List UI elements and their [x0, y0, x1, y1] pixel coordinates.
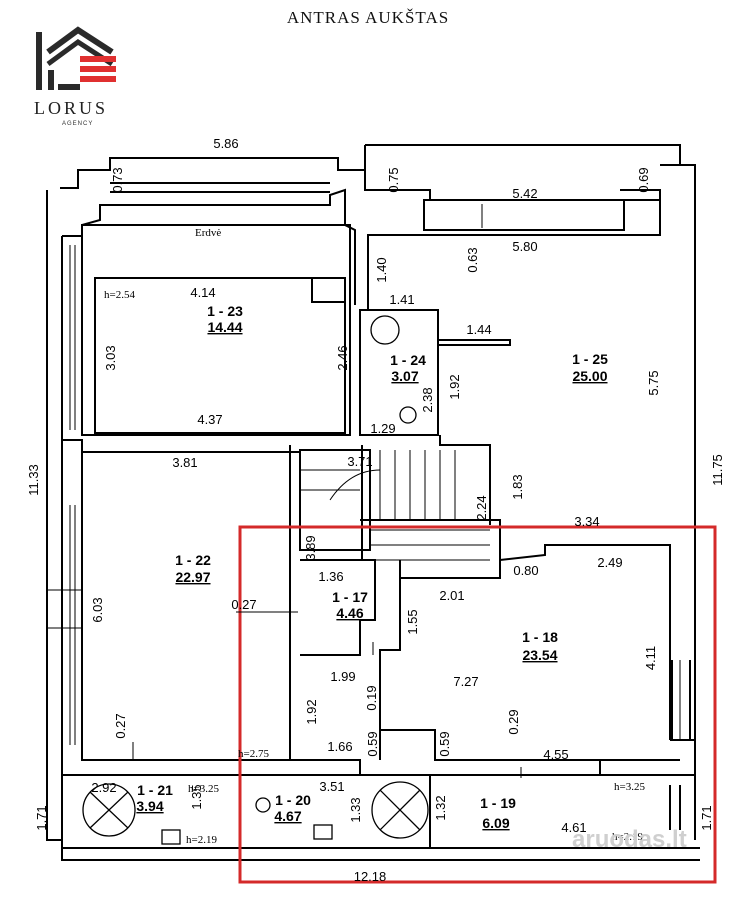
dimension-value: 0.27 — [231, 597, 256, 612]
dimension-value: 3.34 — [574, 514, 599, 529]
dimension-value: 5.75 — [646, 370, 661, 395]
dimension-value: 4.37 — [197, 412, 222, 427]
dimension-value: 3.03 — [103, 345, 118, 370]
dimension-value: 12.18 — [354, 869, 387, 884]
dimension-value: 1.71 — [34, 805, 49, 830]
room-id: 1 - 20 — [275, 792, 311, 808]
dimension-value: 0.29 — [506, 709, 521, 734]
misc-labels: Erdvė h=2.54 h=3.25 h=2.19 h=2.75 h=3.25… — [104, 227, 645, 846]
height-label: h=2.19 — [612, 831, 643, 843]
room-id: 1 - 19 — [480, 795, 516, 811]
dimension-value: 1.29 — [370, 421, 395, 436]
dimension-value: 1.71 — [699, 805, 714, 830]
lorus-logo-icon — [36, 26, 116, 90]
room-area: 4.67 — [274, 808, 301, 824]
dimension-value: 1.66 — [327, 739, 352, 754]
room-id: 1 - 21 — [137, 782, 173, 798]
walls — [46, 144, 700, 861]
room-id: 1 - 17 — [332, 589, 368, 605]
dimension-value: 1.40 — [374, 257, 389, 282]
dimension-value: 6.03 — [90, 597, 105, 622]
dimension-value: 4.61 — [561, 820, 586, 835]
height-label: h=3.25 — [188, 783, 219, 795]
dimension-value: 1.36 — [318, 569, 343, 584]
erdve-label: Erdvė — [195, 227, 221, 239]
dimension-value: 2.01 — [439, 588, 464, 603]
window-frames — [46, 245, 681, 745]
dimension-value: 3.51 — [319, 779, 344, 794]
dimension-value: 5.42 — [512, 186, 537, 201]
dimension-value: 0.80 — [513, 563, 538, 578]
room-id: 1 - 25 — [572, 351, 608, 367]
dimension-value: 1.33 — [348, 797, 363, 822]
highlight-frame — [238, 525, 717, 884]
dimension-value: 5.86 — [213, 136, 238, 151]
dimension-value: 2.24 — [474, 495, 489, 520]
dimension-value: 0.59 — [437, 731, 452, 756]
room-area: 4.46 — [336, 605, 363, 621]
dimension-value: 1.92 — [304, 699, 319, 724]
logo-subtitle: AGENCY — [62, 121, 94, 127]
dimension-value: 0.69 — [636, 167, 651, 192]
dimension-value: 0.27 — [113, 713, 128, 738]
dimension-arrows — [132, 204, 522, 778]
dimension-value: 2.49 — [597, 555, 622, 570]
height-label: h=2.54 — [104, 289, 135, 301]
bath-fixtures — [82, 315, 429, 845]
room-id: 1 - 24 — [390, 352, 426, 368]
height-label: h=3.25 — [614, 781, 645, 793]
dimension-value: 2.46 — [335, 345, 350, 370]
dimension-value: 1.32 — [433, 795, 448, 820]
dimension-value: 1.44 — [466, 322, 491, 337]
stair-treads — [300, 450, 490, 561]
logo-name: LORUS — [34, 98, 109, 118]
room-area: 22.97 — [175, 569, 210, 585]
watermark-text: aruodas.lt — [572, 826, 687, 853]
dimension-labels-vertical: 0.73 0.75 0.69 0.63 1.40 3.03 2.46 1.92 … — [26, 167, 725, 830]
room-id: 1 - 22 — [175, 552, 211, 568]
dimension-value: 1.99 — [330, 669, 355, 684]
dimension-value: 11.75 — [710, 454, 725, 486]
dimension-value: 2.92 — [91, 780, 116, 795]
room-id: 1 - 18 — [522, 629, 558, 645]
dimension-labels: 5.86 5.42 5.80 1.41 1.44 4.14 4.37 1.29 … — [91, 136, 622, 884]
height-label: h=2.75 — [238, 748, 269, 760]
dimension-value: 3.71 — [347, 454, 372, 469]
dimension-value: 1.83 — [510, 474, 525, 499]
room-area: 3.07 — [391, 368, 418, 384]
room-area: 6.09 — [482, 815, 509, 831]
dimension-value: 3.81 — [172, 455, 197, 470]
room-area: 23.54 — [522, 647, 557, 663]
dimension-value: 0.63 — [465, 247, 480, 272]
dimension-value: 0.19 — [364, 685, 379, 710]
room-id: 1 - 23 — [207, 303, 243, 319]
dimension-value: 1.55 — [405, 609, 420, 634]
room-area: 3.94 — [136, 798, 163, 814]
plan-title: ANTRAS AUKŠTAS — [286, 8, 450, 27]
dimension-value: 0.59 — [365, 731, 380, 756]
dimension-value: 1.41 — [389, 292, 414, 307]
dimension-value: 2.38 — [420, 387, 435, 412]
dimension-value: 11.33 — [26, 464, 41, 496]
dimension-value: 4.11 — [643, 646, 658, 670]
height-label: h=2.19 — [186, 834, 217, 846]
dimension-value: 4.55 — [543, 747, 568, 762]
dimension-value: 3.89 — [303, 535, 318, 560]
dimension-value: 7.27 — [453, 674, 478, 689]
room-labels: 1 - 23 14.44 1 - 24 3.07 1 - 25 25.00 1 … — [136, 303, 608, 831]
dimension-value: 1.35 — [189, 784, 204, 809]
room-area: 25.00 — [572, 368, 607, 384]
dimension-value: 4.14 — [190, 285, 215, 300]
dimension-value: 5.80 — [512, 239, 537, 254]
dimension-value: 1.92 — [447, 374, 462, 399]
dimension-value: 0.73 — [110, 167, 125, 192]
room-area: 14.44 — [207, 319, 242, 335]
dimension-value: 0.75 — [386, 167, 401, 192]
